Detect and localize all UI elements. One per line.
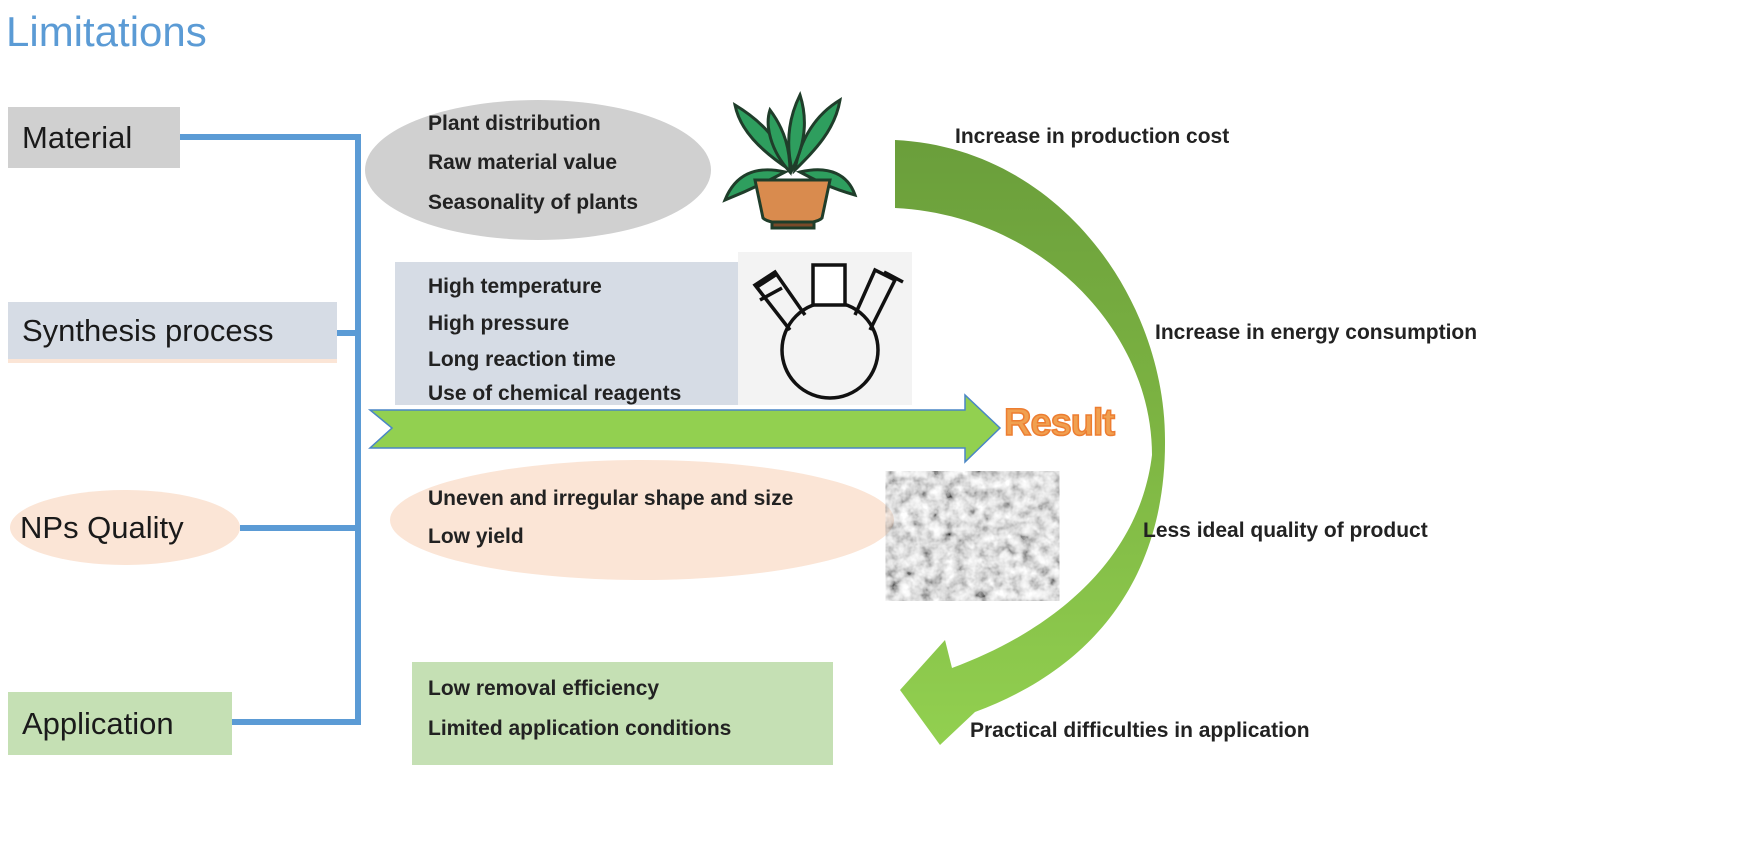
category-material: Material (8, 107, 180, 168)
curved-feedback-arrow (895, 140, 1166, 745)
quality-details-ellipse (390, 460, 894, 580)
quality-item: Uneven and irregular shape and size (428, 487, 794, 510)
material-item: Raw material value (428, 151, 618, 174)
effect-energy-consumption: Increase in energy consumption (1155, 321, 1478, 344)
result-label: Result (1003, 401, 1116, 445)
synthesis-details-box (395, 262, 740, 405)
page-title: Limitations (6, 8, 207, 55)
effect-application-difficulties: Practical difficulties in application (970, 719, 1310, 742)
connector-lines (180, 134, 361, 725)
category-nps-quality: NPs Quality (10, 490, 240, 565)
material-item: Seasonality of plants (428, 191, 639, 214)
application-details-box (412, 662, 833, 765)
material-item: Plant distribution (428, 112, 601, 135)
quality-item: Low yield (428, 525, 524, 548)
result-arrow (367, 393, 1002, 464)
material-details-ellipse (365, 100, 711, 240)
synthesis-item: Long reaction time (428, 348, 616, 371)
application-item: Limited application conditions (428, 717, 732, 740)
synthesis-item: Use of chemical reagents (428, 382, 682, 405)
synthesis-item: High pressure (428, 312, 570, 335)
effect-production-cost: Increase in production cost (955, 125, 1230, 148)
category-application: Application (8, 692, 232, 755)
nanoparticle-micrograph (900, 482, 1045, 590)
plant-pot-icon (722, 91, 858, 230)
three-neck-flask-icon (752, 263, 904, 400)
category-synthesis-process: Synthesis process (8, 302, 337, 363)
application-item: Low removal efficiency (428, 677, 660, 700)
synthesis-item: High temperature (428, 275, 602, 298)
effect-product-quality: Less ideal quality of product (1143, 519, 1428, 542)
